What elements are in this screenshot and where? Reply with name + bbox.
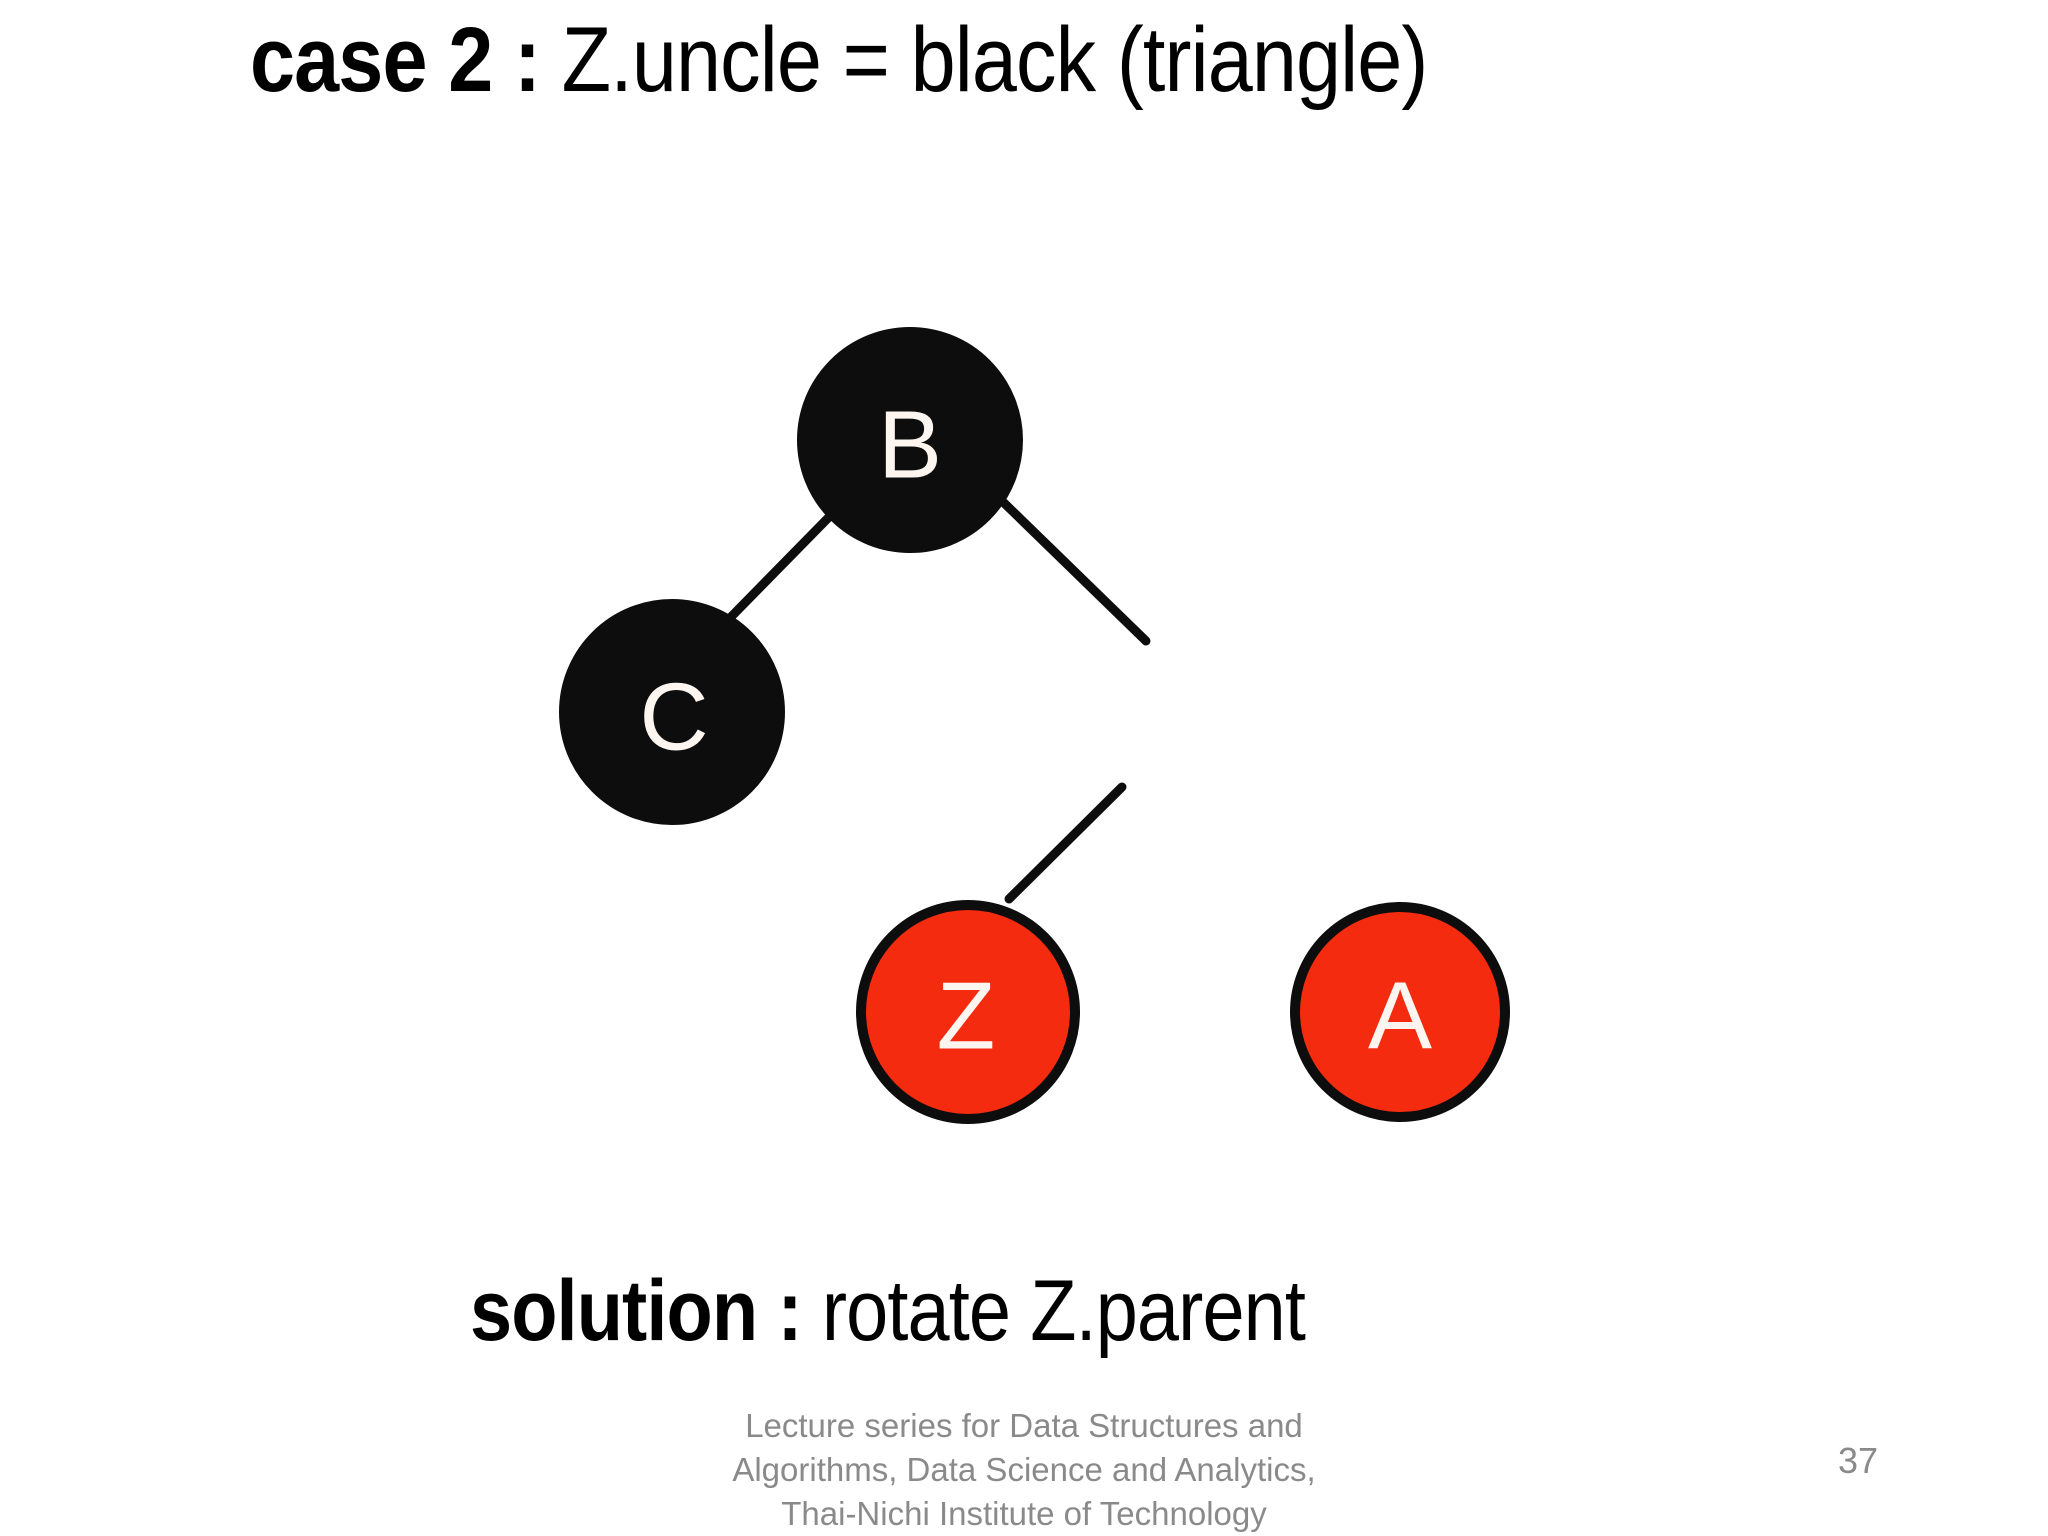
- page-number: 37: [1838, 1440, 1879, 1481]
- page-title-lead: case 2 :: [250, 9, 562, 111]
- tree-node-a-circle: [1290, 902, 1510, 1122]
- solution-line: solution : rotate Z.parent: [470, 1268, 1614, 1354]
- tree-node-z-circle: [856, 900, 1080, 1124]
- tree-node-z-label: Z: [937, 963, 996, 1070]
- tree-node-b[interactable]: B: [797, 327, 1023, 553]
- tree-node-c-circle: [559, 599, 785, 825]
- tree-node-z[interactable]: Z: [856, 900, 1080, 1124]
- page-title-rest: Z.uncle = black (triangle): [561, 9, 1429, 111]
- footer-line-2: Algorithms, Data Science and Analytics,: [732, 1451, 1316, 1489]
- edge-b-right-stub: [995, 494, 1151, 646]
- tree-node-c-label: C: [639, 664, 708, 771]
- tree-node-b-label: B: [878, 392, 942, 499]
- solution-lead: solution :: [470, 1263, 822, 1359]
- footer-line-3: Thai-Nichi Institute of Technology: [781, 1495, 1267, 1533]
- tree-node-a[interactable]: A: [1290, 902, 1510, 1122]
- footer-credit: Lecture series for Data Structures and A…: [0, 1404, 2048, 1536]
- edge-b-c: [723, 509, 837, 625]
- solution-rest: rotate Z.parent: [821, 1263, 1306, 1359]
- tree-node-c[interactable]: C: [559, 599, 785, 825]
- tree-node-a-label: A: [1368, 963, 1432, 1070]
- edge-z-parent-stub: [1004, 782, 1127, 904]
- page-title: case 2 : Z.uncle = black (triangle): [250, 14, 1658, 106]
- footer-line-1: Lecture series for Data Structures and: [745, 1407, 1303, 1444]
- tree-node-b-circle: [797, 327, 1023, 553]
